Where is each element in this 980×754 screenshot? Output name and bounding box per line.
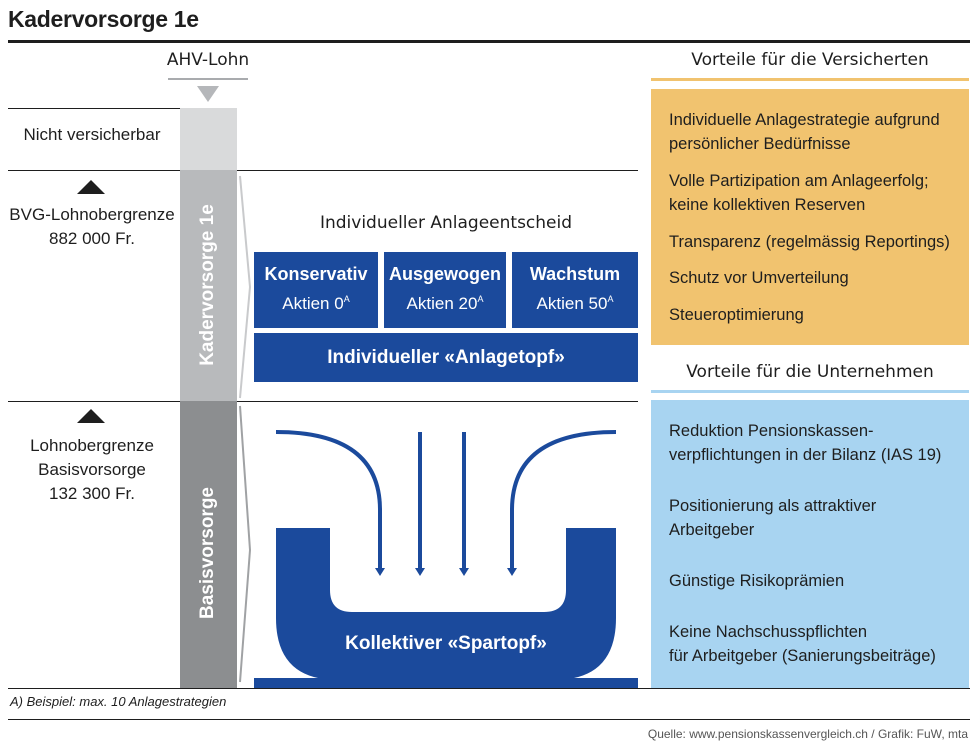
label-basic-limit: Lohnobergrenze Basisvorsorge 132 300 Fr. bbox=[2, 434, 182, 506]
insured-benefits-panel: Individuelle Anlagestrategie aufgrund pe… bbox=[651, 89, 969, 345]
column-not-insurable bbox=[180, 108, 237, 170]
company-benefit-1: Reduktion Pensionskassen- verpflichtunge… bbox=[669, 419, 941, 467]
insured-benefit-2: Volle Partizipation am Anlageerfolg; kei… bbox=[669, 169, 929, 217]
company-benefits-panel: Reduktion Pensionskassen- verpflichtunge… bbox=[651, 400, 969, 688]
insured-heading: Vorteile für die Versicherten bbox=[691, 50, 929, 70]
benefit-line: für Arbeitgeber (Sanierungsbeiträge) bbox=[669, 647, 936, 665]
footnote: A) Beispiel: max. 10 Anlagestrategien bbox=[10, 694, 227, 709]
divider-bvg bbox=[8, 170, 638, 171]
strategy-detail: Aktien 50A bbox=[536, 294, 614, 313]
divider-basis bbox=[8, 401, 638, 402]
divider-bottom bbox=[8, 688, 970, 689]
company-benefit-3: Günstige Risikoprämien bbox=[669, 569, 844, 593]
page-title: Kadervorsorge 1e bbox=[8, 6, 199, 32]
column-basis-label: Basisvorsorge bbox=[197, 486, 218, 620]
strategy-name: Konservativ bbox=[264, 264, 368, 284]
pot-shape bbox=[276, 528, 616, 680]
strategy-box-balanced: Ausgewogen Aktien 20A bbox=[384, 252, 506, 328]
benefit-line: verpflichtungen in der Bilanz (IAS 19) bbox=[669, 446, 942, 464]
benefit-line: Arbeitgeber bbox=[669, 521, 755, 539]
insured-heading-rule bbox=[651, 78, 969, 81]
strategy-box-growth: Wachstum Aktien 50A bbox=[512, 252, 638, 328]
label-not-insurable: Nicht versicherbar bbox=[23, 125, 161, 144]
benefit-line: Steueroptimierung bbox=[669, 306, 804, 324]
strategy-name: Ausgewogen bbox=[388, 264, 501, 284]
benefit-line: Volle Partizipation am Anlageerfolg; bbox=[669, 172, 929, 190]
company-benefit-4: Keine Nachschusspflichten für Arbeitgebe… bbox=[669, 620, 936, 668]
arrow-curve-left-icon bbox=[275, 430, 385, 576]
insured-benefit-5: Steueroptimierung bbox=[669, 303, 804, 327]
company-heading-rule bbox=[651, 390, 969, 393]
column-kader: Kadervorsorge 1e bbox=[180, 170, 237, 401]
divider-top bbox=[8, 108, 237, 109]
benefit-line: Reduktion Pensionskassen- bbox=[669, 422, 874, 440]
column-chevron-icons bbox=[239, 175, 252, 683]
benefit-line: Individuelle Anlagestrategie aufgrund bbox=[669, 111, 940, 129]
label-bvg-limit-line2: 882 000 Fr. bbox=[48, 229, 135, 248]
arrow-curve-right-icon bbox=[507, 430, 617, 576]
label-basic-limit-line1: Lohnobergrenze bbox=[30, 436, 154, 455]
collective-pot-label: Kollektiver «Spartopf» bbox=[345, 633, 547, 654]
label-basic-limit-line2: Basisvorsorge bbox=[38, 460, 146, 479]
label-bvg-limit-line1: BVG-Lohnobergrenze bbox=[9, 205, 175, 224]
insured-benefit-4: Schutz vor Umverteilung bbox=[669, 266, 849, 290]
column-kader-label: Kadervorsorge 1e bbox=[197, 204, 218, 366]
triangle-up-icon bbox=[77, 409, 105, 423]
benefit-line: Keine Nachschusspflichten bbox=[669, 623, 868, 641]
column-basis: Basisvorsorge bbox=[180, 401, 237, 688]
insured-benefit-1: Individuelle Anlagestrategie aufgrund pe… bbox=[669, 108, 940, 156]
benefit-line: keine kollektiven Reserven bbox=[669, 196, 866, 214]
benefit-line: Transparenz (regelmässig Reportings) bbox=[669, 233, 950, 251]
title-rule bbox=[8, 40, 970, 43]
label-bvg-limit: BVG-Lohnobergrenze 882 000 Fr. bbox=[2, 203, 182, 251]
ahv-label: AHV-Lohn bbox=[166, 50, 250, 70]
strategy-detail: Aktien 0A bbox=[282, 294, 350, 313]
benefit-line: Schutz vor Umverteilung bbox=[669, 269, 849, 287]
decision-heading: Individueller Anlageentscheid bbox=[319, 213, 573, 233]
strategy-box-conservative: Konservativ Aktien 0A bbox=[254, 252, 378, 328]
benefit-line: persönlicher Bedürfnisse bbox=[669, 135, 851, 153]
ahv-arrow-icon bbox=[197, 86, 219, 102]
label-basic-limit-line3: 132 300 Fr. bbox=[48, 484, 135, 503]
benefit-line: Günstige Risikoprämien bbox=[669, 572, 845, 590]
divider-footer bbox=[8, 719, 970, 720]
individual-pot: Individueller «Anlagetopf» bbox=[254, 333, 638, 382]
source-credit: Quelle: www.pensionskassenvergleich.ch /… bbox=[647, 727, 968, 741]
collective-pot-diagram bbox=[254, 430, 638, 688]
strategy-name: Wachstum bbox=[529, 264, 621, 284]
company-benefit-2: Positionierung als attraktiver Arbeitgeb… bbox=[669, 494, 876, 542]
company-heading: Vorteile für die Unternehmen bbox=[686, 362, 934, 382]
pot-base bbox=[254, 678, 638, 688]
triangle-up-icon bbox=[77, 180, 105, 194]
benefit-line: Positionierung als attraktiver bbox=[669, 497, 877, 515]
ahv-bar bbox=[168, 78, 248, 80]
insured-benefit-3: Transparenz (regelmässig Reportings) bbox=[669, 230, 950, 254]
strategy-detail: Aktien 20A bbox=[406, 294, 484, 313]
